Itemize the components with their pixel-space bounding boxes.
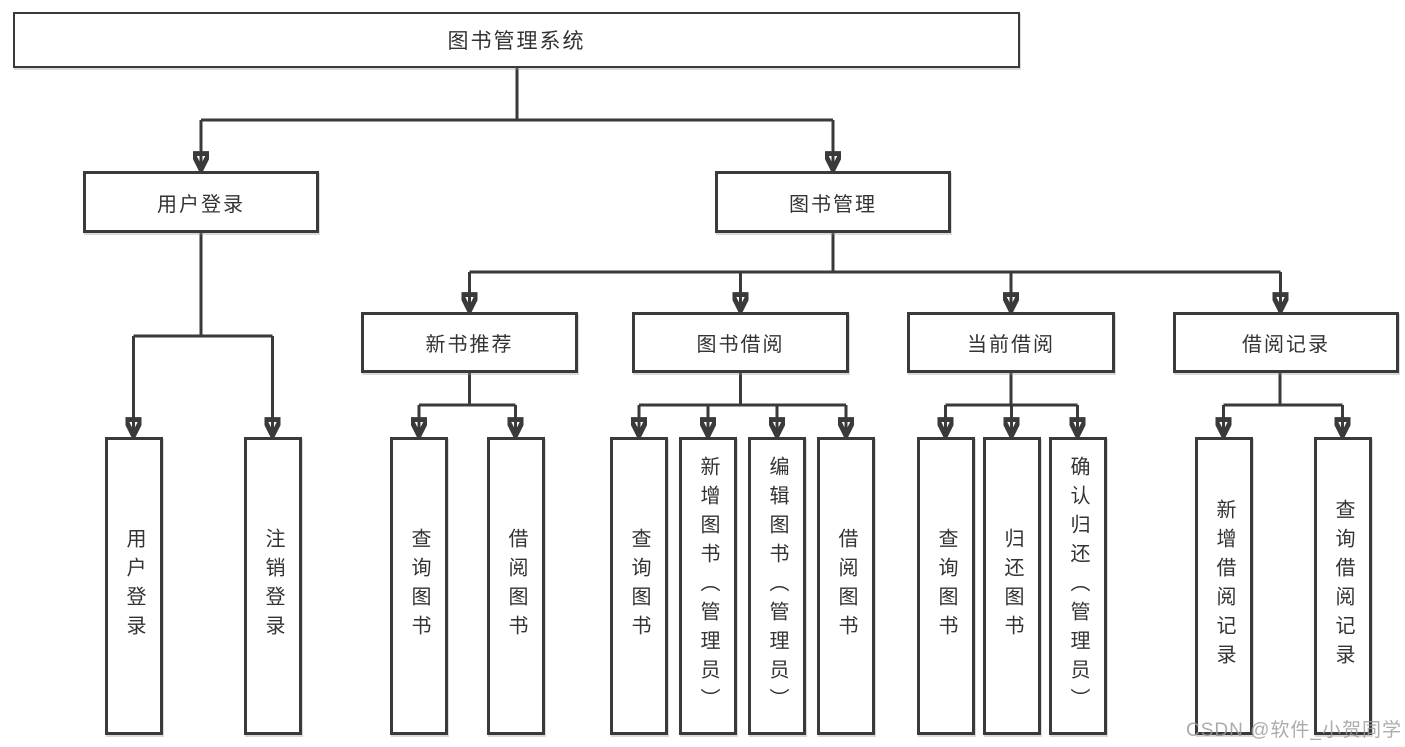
- node-leaf-borrow-books: 借阅图书: [817, 437, 875, 735]
- connector-new-book-recommendation-to-leaves: [419, 373, 516, 435]
- node-leaf-query-borrow-record: 查询借阅记录: [1314, 437, 1372, 735]
- connector-current-borrowing-to-leaves: [946, 373, 1078, 435]
- node-leaf-add-books-admin: 新增图书（管理员）: [679, 437, 737, 735]
- node-leaf-add-borrow-record: 新增借阅记录: [1195, 437, 1253, 735]
- connector-borrowing-records-to-leaves: [1224, 373, 1343, 435]
- node-borrowing-records: 借阅记录: [1173, 312, 1399, 373]
- connector-book-management-to-level3: [470, 233, 1281, 310]
- node-leaf-confirm-return-admin: 确认归还（管理员）: [1049, 437, 1107, 735]
- node-leaf-edit-books-admin: 编辑图书（管理员）: [748, 437, 806, 735]
- node-leaf-borrow-books-recommend: 借阅图书: [487, 437, 545, 735]
- connector-user-login-to-leaves: [134, 233, 273, 435]
- node-user-login: 用户登录: [83, 171, 319, 233]
- connector-root-to-level2: [201, 68, 833, 169]
- node-leaf-query-books-borrow: 查询图书: [610, 437, 668, 735]
- connector-book-borrowing-to-leaves: [639, 373, 846, 435]
- node-new-book-recommendation: 新书推荐: [361, 312, 578, 373]
- node-leaf-query-books-recommend: 查询图书: [390, 437, 448, 735]
- node-leaf-user-login: 用户登录: [105, 437, 163, 735]
- node-leaf-return-books: 归还图书: [983, 437, 1041, 735]
- node-leaf-logout: 注销登录: [244, 437, 302, 735]
- node-leaf-query-books-current: 查询图书: [917, 437, 975, 735]
- node-root: 图书管理系统: [13, 12, 1020, 68]
- node-book-borrowing: 图书借阅: [632, 312, 849, 373]
- watermark: CSDN @软件_小贺同学: [1186, 720, 1402, 741]
- node-current-borrowing: 当前借阅: [907, 312, 1115, 373]
- node-book-management: 图书管理: [715, 171, 951, 233]
